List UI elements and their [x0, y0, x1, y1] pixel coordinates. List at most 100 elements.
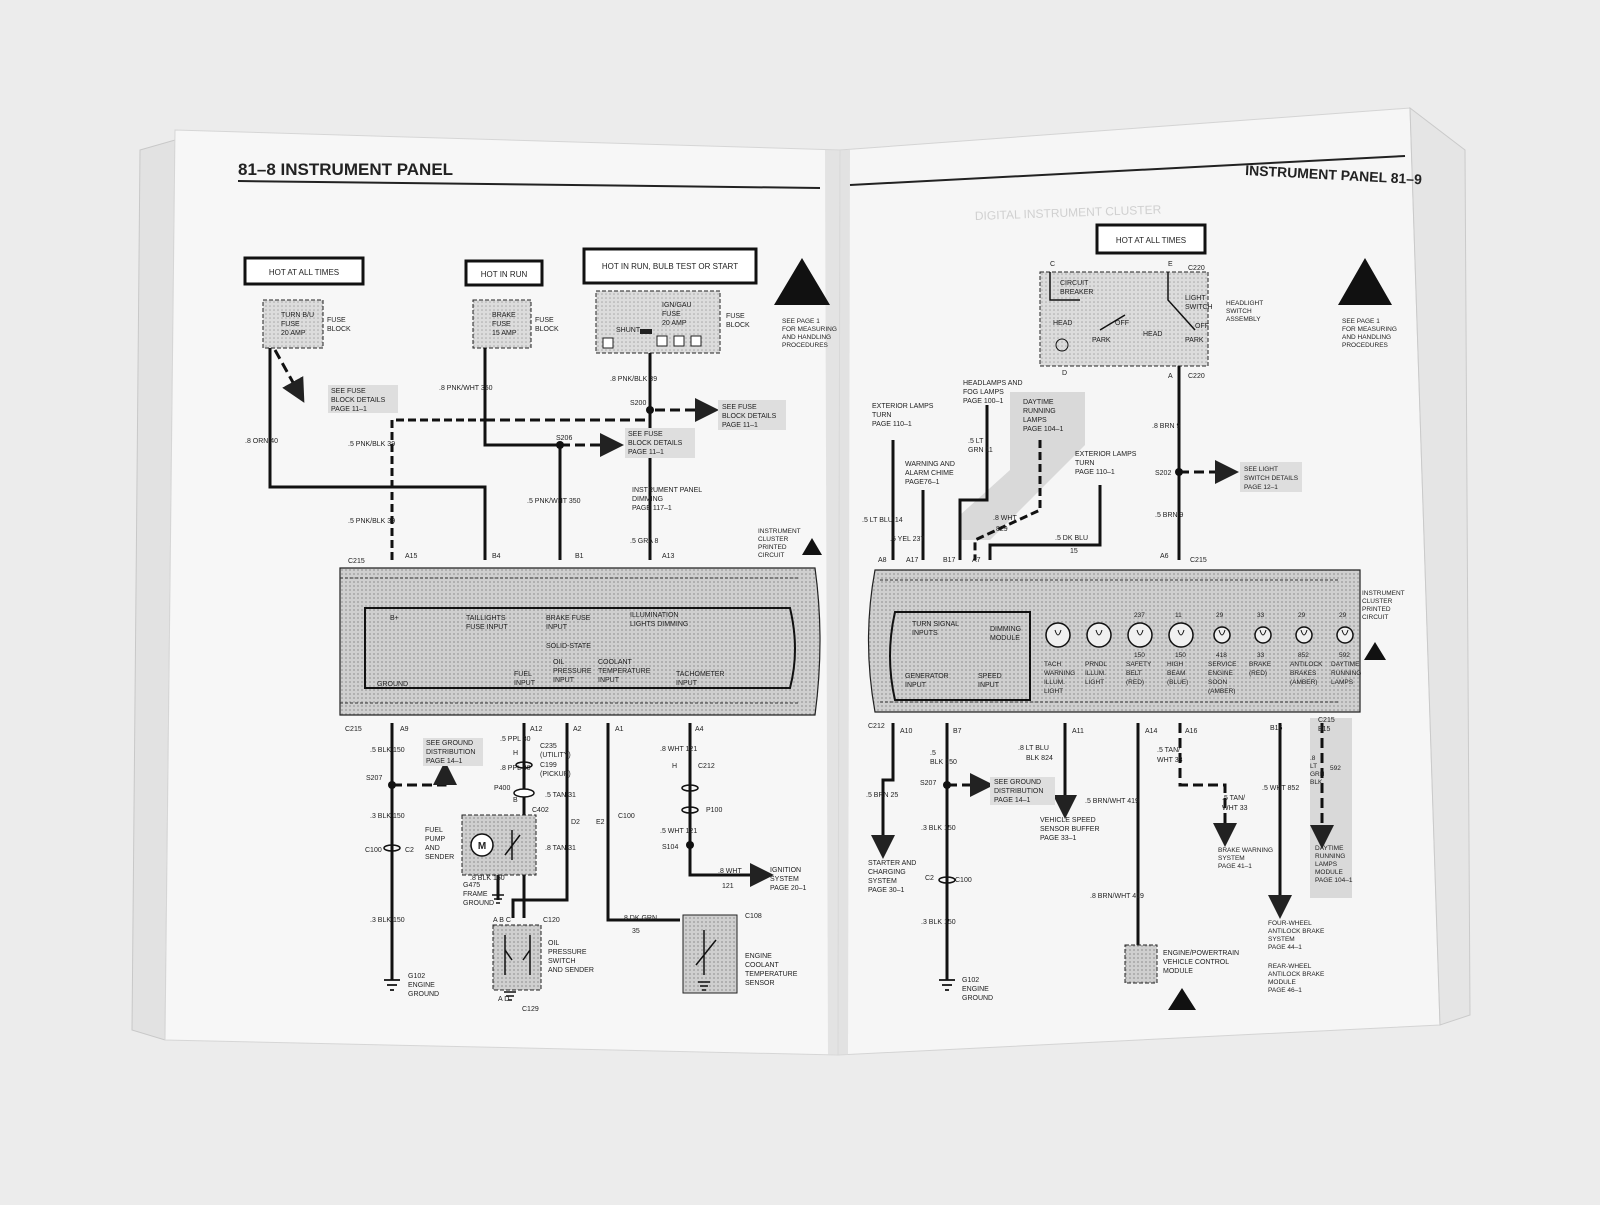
page-edges-right	[1409, 106, 1471, 1026]
hot-all-times-label: HOT AT ALL TIMES	[269, 268, 339, 277]
svg-text:.8 DK GRN: .8 DK GRN	[622, 915, 657, 922]
svg-text:FUSE: FUSE	[492, 321, 511, 328]
bulb-circuit-number: 29	[1216, 612, 1224, 619]
bulb-label: HIGH	[1167, 661, 1184, 668]
bulb-circuit-number: 29	[1339, 612, 1347, 619]
svg-text:.5 PPL 30: .5 PPL 30	[500, 736, 531, 743]
svg-text:C212: C212	[698, 763, 715, 770]
bulb-circuit-number: 150	[1134, 652, 1145, 659]
svg-text:AND HANDLING: AND HANDLING	[1342, 334, 1391, 341]
bulb-filament	[1300, 629, 1308, 636]
svg-text:.5 PNK/BLK 39: .5 PNK/BLK 39	[348, 441, 395, 448]
svg-text:PAGE 12–1: PAGE 12–1	[1244, 484, 1278, 491]
svg-text:C199: C199	[540, 762, 557, 769]
svg-text:BRAKE: BRAKE	[492, 312, 516, 319]
splice-s200: S200	[630, 400, 646, 407]
svg-text:FUSE: FUSE	[281, 321, 300, 328]
svg-text:H: H	[672, 763, 677, 770]
svg-text:FOR MEASURING: FOR MEASURING	[1342, 326, 1397, 333]
svg-text:PAGE 33–1: PAGE 33–1	[1040, 835, 1077, 842]
svg-text:SEE FUSE: SEE FUSE	[628, 431, 663, 438]
esd-icon-ecm	[1168, 988, 1196, 1010]
hot-in-run-label: HOT IN RUN	[481, 270, 528, 279]
svg-text:C2: C2	[925, 875, 934, 882]
svg-text:SEE FUSE: SEE FUSE	[722, 404, 757, 411]
svg-text:INPUT: INPUT	[905, 682, 927, 689]
svg-text:BLOCK DETAILS: BLOCK DETAILS	[331, 397, 386, 404]
drl-highlight-top	[960, 392, 1085, 540]
svg-text:FUSE: FUSE	[726, 313, 745, 320]
right-cluster-board	[867, 569, 1361, 713]
svg-text:SENDER: SENDER	[425, 854, 454, 861]
esd-warning-icon	[774, 258, 830, 305]
svg-text:A10: A10	[900, 728, 913, 735]
bulb-circuit-number: 29	[1298, 612, 1306, 619]
ecm-box	[1124, 944, 1158, 984]
svg-text:PAGE 117–1: PAGE 117–1	[632, 505, 672, 512]
svg-text:35: 35	[632, 928, 640, 935]
svg-text:SEE GROUND: SEE GROUND	[994, 779, 1041, 786]
svg-text:TURN: TURN	[872, 412, 891, 419]
svg-text:.8 WHT: .8 WHT	[718, 868, 742, 875]
svg-text:A B C: A B C	[493, 917, 511, 924]
svg-text:C100: C100	[618, 813, 635, 820]
svg-text:CIRCUIT: CIRCUIT	[1060, 280, 1089, 287]
oil-switch-box	[492, 924, 542, 991]
bulb-label: BRAKES	[1290, 670, 1317, 677]
svg-text:DAYTIME: DAYTIME	[1315, 845, 1344, 852]
splice-s207-right: S207	[920, 780, 936, 787]
svg-text:WHT 33: WHT 33	[1222, 805, 1248, 812]
hot-all-times-box-right	[1095, 223, 1207, 255]
svg-text:BLOCK: BLOCK	[327, 326, 351, 333]
svg-text:PAGE 104–1: PAGE 104–1	[1315, 877, 1353, 884]
svg-text:(UTILITY): (UTILITY)	[540, 752, 571, 759]
svg-text:.5 WHT 121: .5 WHT 121	[660, 828, 697, 835]
svg-text:20 AMP: 20 AMP	[662, 320, 687, 327]
svg-text:MODULE: MODULE	[1315, 869, 1343, 876]
svg-text:.5: .5	[930, 750, 936, 757]
svg-text:C402: C402	[532, 807, 549, 814]
svg-text:C235: C235	[540, 743, 557, 750]
svg-text:COOLANT: COOLANT	[745, 962, 780, 969]
svg-text:FUSE INPUT: FUSE INPUT	[466, 624, 508, 631]
svg-text:.5 LT BLU 14: .5 LT BLU 14	[862, 517, 903, 524]
svg-text:A9: A9	[400, 726, 409, 733]
svg-text:HEAD: HEAD	[1053, 320, 1072, 327]
svg-text:EXTERIOR LAMPS: EXTERIOR LAMPS	[872, 403, 934, 410]
svg-text:C100: C100	[955, 877, 972, 884]
svg-text:ENGINE: ENGINE	[408, 982, 435, 989]
svg-text:.5 TAN/: .5 TAN/	[1222, 795, 1245, 802]
svg-text:RUNNING: RUNNING	[1315, 853, 1345, 860]
svg-text:B4: B4	[492, 553, 501, 560]
svg-text:BLOCK DETAILS: BLOCK DETAILS	[628, 440, 683, 447]
svg-text:D2: D2	[571, 819, 580, 826]
svg-text:PAGE 11–1: PAGE 11–1	[722, 422, 758, 429]
svg-text:SEE PAGE 1: SEE PAGE 1	[782, 318, 820, 325]
svg-text:DIMMING: DIMMING	[990, 626, 1021, 633]
hot-all-times-box	[243, 256, 365, 286]
svg-text:PARK: PARK	[1185, 337, 1204, 344]
svg-text:BLOCK DETAILS: BLOCK DETAILS	[722, 413, 777, 420]
svg-text:A16: A16	[1185, 728, 1198, 735]
svg-text:.5 PNK/WHT 350: .5 PNK/WHT 350	[527, 498, 581, 505]
bulb-circuit-number: 33	[1257, 652, 1265, 659]
svg-text:C212: C212	[868, 723, 885, 730]
svg-text:FUSE: FUSE	[327, 317, 346, 324]
svg-text:AND: AND	[425, 845, 440, 852]
bulb-circuit-number: 418	[1216, 652, 1227, 659]
svg-text:CLUSTER: CLUSTER	[1362, 598, 1393, 605]
svg-text:TEMPERATURE: TEMPERATURE	[598, 668, 651, 675]
svg-text:G102: G102	[962, 977, 979, 984]
svg-text:B17: B17	[943, 557, 956, 564]
svg-text:BLK: BLK	[1310, 779, 1323, 786]
svg-text:PAGE 30–1: PAGE 30–1	[868, 887, 905, 894]
right-wires	[871, 366, 1334, 980]
svg-text:PAGE 110–1: PAGE 110–1	[1075, 469, 1115, 476]
svg-text:GROUND: GROUND	[377, 681, 408, 688]
svg-text:GROUND: GROUND	[463, 900, 494, 907]
svg-text:GRN: GRN	[1310, 771, 1325, 778]
bulb-label: SAFETY	[1126, 661, 1152, 668]
svg-text:SHUNT: SHUNT	[616, 327, 641, 334]
svg-text:B1: B1	[575, 553, 584, 560]
svg-text:.5 DK BLU: .5 DK BLU	[1055, 535, 1088, 542]
